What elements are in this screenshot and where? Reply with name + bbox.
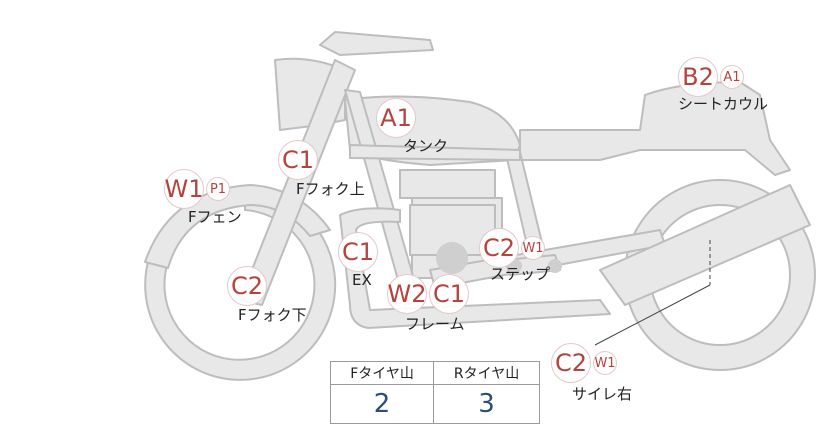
fork-upper-label: Fフォク上 — [296, 180, 365, 198]
tank-code-1: A1 — [376, 98, 416, 138]
muffler — [599, 184, 811, 306]
tank-label: タンク — [403, 137, 449, 155]
exhaust-codes: C1 — [338, 232, 378, 272]
step-code-2: W1 — [521, 236, 545, 260]
fork-shape — [239, 59, 356, 306]
rear-tire-header: Rタイヤ山 — [433, 361, 540, 385]
front-tire-header: Fタイヤ山 — [329, 361, 435, 385]
tire-tread-value-row: 2 3 — [329, 384, 540, 424]
muffler-code-1: C2 — [551, 343, 591, 383]
fork-upper-code-1: C1 — [278, 140, 318, 180]
step-peg-right — [548, 259, 562, 273]
muffler-codes: C2 W1 — [551, 343, 617, 383]
engine-cover — [436, 242, 468, 274]
exhaust-code-1: C1 — [338, 232, 378, 272]
frame-codes: W2 C1 — [387, 274, 469, 314]
front-tire-value: 2 — [329, 384, 435, 424]
frame-label: フレーム — [405, 315, 465, 333]
fork-lower-label: Fフォク下 — [238, 306, 307, 324]
fork-upper-codes: C1 — [278, 140, 318, 180]
seat-cowl-code-2: A1 — [720, 65, 744, 89]
fork-lower-code-1: C2 — [227, 266, 267, 306]
exhaust-label: EX — [352, 271, 372, 289]
fork-lower-codes: C2 — [227, 266, 267, 306]
seat-cowl-label: シートカウル — [678, 95, 769, 113]
muffler-code-2: W1 — [593, 351, 617, 375]
fender-codes: W1 P1 — [164, 169, 230, 209]
fender-label: Fフェン — [188, 208, 242, 226]
step-codes: C2 W1 — [479, 228, 545, 268]
fender-code-1: W1 — [164, 169, 204, 209]
exhaust-pipe — [339, 207, 611, 329]
tire-tread-table: Fタイヤ山 Rタイヤ山 2 3 — [329, 361, 540, 424]
fender-code-2: P1 — [206, 177, 230, 201]
seat-cowl-code-1: B2 — [678, 57, 718, 97]
frame-spine — [349, 144, 521, 161]
frame-code-1: W2 — [387, 274, 427, 314]
muffler-label: サイレ右 — [572, 385, 633, 403]
muffler-leader-line — [594, 284, 711, 346]
step-code-1: C2 — [479, 228, 519, 268]
seat-cowl-codes: B2 A1 — [678, 57, 744, 97]
frame-code-2: C1 — [429, 274, 469, 314]
engine-upper — [399, 169, 496, 199]
handlebar — [319, 31, 434, 56]
step-label: ステップ — [490, 265, 551, 283]
tank-codes: A1 — [376, 98, 416, 138]
tire-tread-header-row: Fタイヤ山 Rタイヤ山 — [329, 361, 540, 385]
rear-tire-value: 3 — [433, 384, 540, 424]
